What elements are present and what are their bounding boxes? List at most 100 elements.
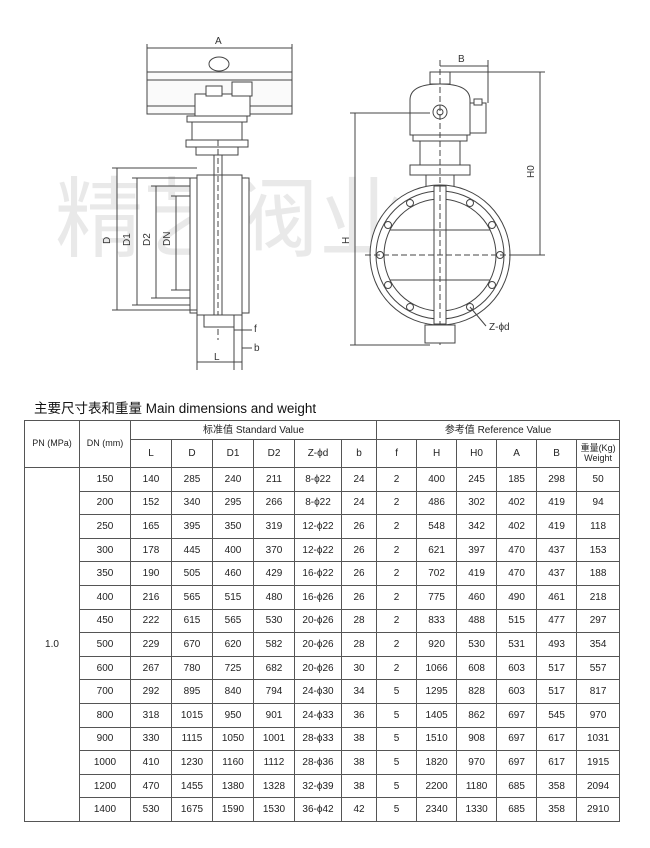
- section-title: 主要尺寸表和重量 Main dimensions and weight: [34, 401, 317, 416]
- table-cell: 397: [456, 537, 498, 563]
- table-cell: 16-ϕ22: [294, 561, 342, 586]
- table-cell: 250: [79, 514, 131, 539]
- table-cell: 26: [340, 561, 378, 586]
- dim-label-b: b: [254, 343, 260, 354]
- table-cell: 402: [496, 490, 538, 516]
- table-cell: 700: [79, 679, 131, 704]
- table-cell: 2: [376, 608, 418, 634]
- table-cell: 5: [376, 679, 418, 704]
- table-cell: 697: [496, 726, 538, 752]
- table-cell: 488: [456, 608, 498, 634]
- table-cell: 152: [130, 490, 172, 516]
- table-cell: 185: [496, 467, 538, 492]
- table-cell: 32-ϕ39: [294, 773, 342, 799]
- table-cell: 216: [130, 584, 172, 610]
- table-cell: 450: [79, 608, 131, 634]
- table-cell: 2: [376, 537, 418, 563]
- table-cell: 400: [79, 584, 131, 610]
- dim-label-z-phi-d: Z-ϕd: [489, 322, 510, 333]
- table-cell: 402: [496, 514, 538, 539]
- table-cell: 780: [171, 655, 213, 681]
- table-cell: 470: [130, 773, 172, 799]
- table-cell: 188: [576, 561, 621, 586]
- table-cell: 222: [130, 608, 172, 634]
- table-cell: 358: [536, 797, 578, 822]
- table-cell: 370: [253, 537, 295, 563]
- table-cell: 350: [212, 514, 254, 539]
- side-view-labels: A D D1 D2 DN f b L: [102, 36, 260, 363]
- table-cell: 211: [253, 467, 295, 492]
- table-cell: 150: [79, 467, 131, 492]
- table-cell: 36: [340, 702, 378, 728]
- dim-label-d1: D1: [122, 233, 133, 246]
- table-cell: 480: [253, 584, 295, 610]
- table-cell: 970: [456, 750, 498, 775]
- table-cell: 900: [79, 726, 131, 752]
- table-cell: 1820: [416, 750, 458, 775]
- table-cell: 530: [456, 632, 498, 657]
- table-cell: 297: [576, 608, 621, 634]
- table-cell: 330: [130, 726, 172, 752]
- table-cell: 266: [253, 490, 295, 516]
- dim-label-d2: D2: [142, 233, 153, 246]
- table-cell: 358: [536, 773, 578, 799]
- table-cell: 2: [376, 561, 418, 586]
- table-cell: 340: [171, 490, 213, 516]
- table-cell: 470: [496, 537, 538, 563]
- table-cell: 620: [212, 632, 254, 657]
- table-cell: 245: [456, 467, 498, 492]
- table-cell: 895: [171, 679, 213, 704]
- table-cell: 410: [130, 750, 172, 775]
- table-cell: 517: [536, 655, 578, 681]
- table-cell: 500: [79, 632, 131, 657]
- table-cell: 445: [171, 537, 213, 563]
- header-col-standard: b: [340, 439, 378, 468]
- table-cell: 28-ϕ33: [294, 726, 342, 752]
- table-cell: 2: [376, 467, 418, 492]
- header-col-standard: L: [130, 439, 172, 468]
- table-cell: 603: [496, 655, 538, 681]
- table-cell: 2094: [576, 773, 621, 799]
- table-cell: 486: [416, 490, 458, 516]
- table-cell: 12-ϕ22: [294, 537, 342, 563]
- table-cell: 615: [171, 608, 213, 634]
- table-cell: 1530: [253, 797, 295, 822]
- table-cell: 140: [130, 467, 172, 492]
- table-cell: 26: [340, 537, 378, 563]
- header-dn: DN (mm): [79, 420, 131, 468]
- table-cell: 24-ϕ33: [294, 702, 342, 728]
- dim-label-l: L: [214, 352, 220, 363]
- table-cell: 292: [130, 679, 172, 704]
- table-cell: 682: [253, 655, 295, 681]
- table-cell: 840: [212, 679, 254, 704]
- table-cell: 34: [340, 679, 378, 704]
- side-view: [112, 44, 293, 370]
- table-cell: 1200: [79, 773, 131, 799]
- table-cell: 118: [576, 514, 621, 539]
- table-cell: 30: [340, 655, 378, 681]
- table-cell: 515: [212, 584, 254, 610]
- table-cell: 1915: [576, 750, 621, 775]
- header-col-reference: B: [536, 439, 578, 468]
- valve-technical-drawing: 精艺阀业: [55, 36, 545, 370]
- table-cell: 42: [340, 797, 378, 822]
- table-cell: 697: [496, 702, 538, 728]
- table-cell: 1295: [416, 679, 458, 704]
- table-cell: 725: [212, 655, 254, 681]
- table-cell: 817: [576, 679, 621, 704]
- dim-label-h: H: [341, 237, 352, 244]
- table-cell: 530: [253, 608, 295, 634]
- header-col-reference: f: [376, 439, 418, 468]
- table-cell: 354: [576, 632, 621, 657]
- table-cell: 295: [212, 490, 254, 516]
